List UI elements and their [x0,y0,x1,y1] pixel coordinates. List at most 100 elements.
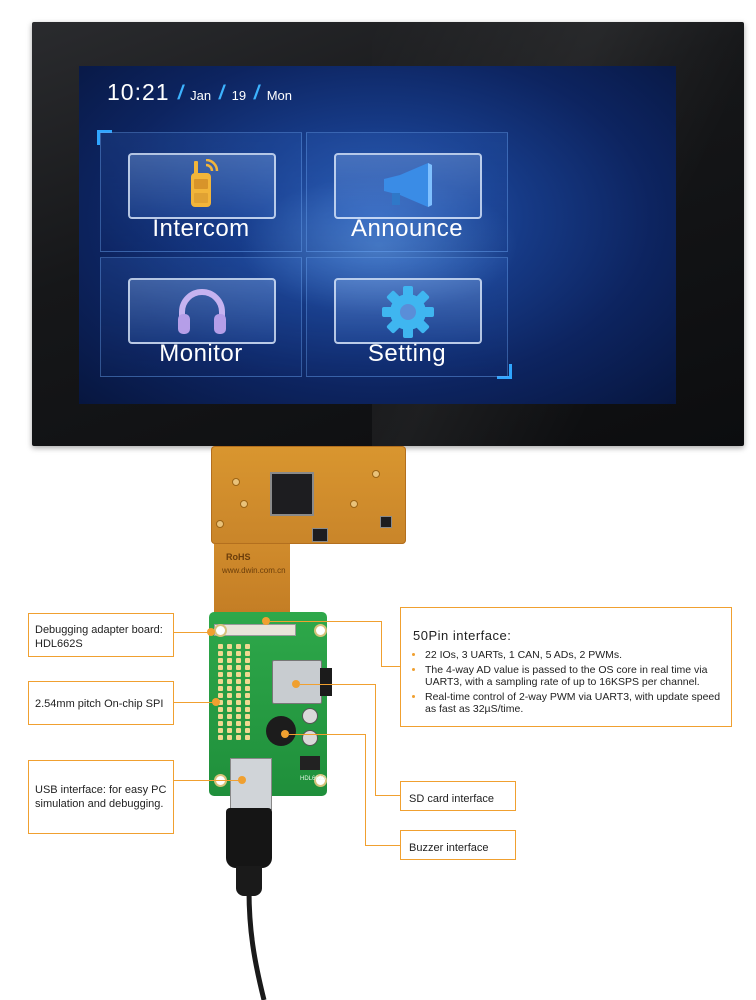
header-pin [218,686,223,691]
callout-usb-text: USB interface: for easy PC simulation an… [35,784,167,810]
interface-feature-list: 22 IOs, 3 UARTs, 1 CAN, 5 ADs, 2 PWMs. T… [413,649,721,716]
interface-feature: Real-time control of 2-way PWM via UART3… [425,691,721,716]
header-pin [236,651,241,656]
leader-line [375,684,376,796]
touch-screen[interactable]: 10:21 / Jan / 19 / Mon Intercom [79,66,676,404]
header-pin [227,721,232,726]
header-pin [218,679,223,684]
header-pin [245,693,250,698]
header-pin [236,672,241,677]
marker-dot [292,680,300,688]
leader-line [270,621,382,622]
monitor-button-frame [128,278,276,344]
interface-feature: 22 IOs, 3 UARTs, 1 CAN, 5 ADs, 2 PWMs. [425,649,721,662]
mounting-hole [214,624,227,637]
leader-line [174,780,240,781]
adapter-board-marking: HDL662S [300,776,327,782]
setting-button-frame [334,278,482,344]
intercom-label: Intercom [152,215,250,242]
header-pin [236,679,241,684]
leader-line [381,666,401,667]
header-pin [218,714,223,719]
date-day: 19 [231,88,247,103]
header-pin [236,735,241,740]
header-pin [218,651,223,656]
callout-spi: 2.54mm pitch On-chip SPI [28,681,174,725]
via [372,470,380,478]
tile-intercom[interactable]: Intercom [100,132,302,252]
header-pin [227,700,232,705]
leader-line [365,734,366,845]
header-pin [236,728,241,733]
usb-cable [246,890,267,1000]
gear-icon [382,286,434,338]
usb-port[interactable] [230,758,272,810]
header-pin [218,707,223,712]
header-pin [227,735,232,740]
mounting-hole [314,624,327,637]
header-pin [218,665,223,670]
via [232,478,240,486]
header-pin [245,679,250,684]
header-pin [236,721,241,726]
header-pin [227,693,232,698]
header-pin [245,644,250,649]
header-pin [245,721,250,726]
callout-50pin-interface: 50Pin interface: 22 IOs, 3 UARTs, 1 CAN,… [400,607,732,727]
callout-buzzer: Buzzer interface [400,830,516,860]
rohs-mark: RoHS [226,552,251,562]
header-pin [227,658,232,663]
corner-bracket-bottom-right [497,364,512,379]
clock-time: 10:21 [107,79,170,105]
corner-bracket-top-left [97,130,112,145]
header-pin [245,707,250,712]
header-pin [245,665,250,670]
callout-usb: USB interface: for easy PC simulation an… [28,760,174,834]
header-pin [236,700,241,705]
header-pin [218,728,223,733]
tile-monitor[interactable]: Monitor [100,257,302,377]
leader-line [174,632,210,633]
setting-label: Setting [367,340,447,367]
leader-line [174,702,214,703]
header-pin [245,735,250,740]
separator-slash: / [217,82,227,104]
header-pin [245,686,250,691]
header-pin [218,658,223,663]
header-pin [236,658,241,663]
header-pin [218,672,223,677]
date-weekday: Mon [266,88,292,103]
header-pin [236,707,241,712]
header-pin [227,686,232,691]
via [350,500,358,508]
tile-setting[interactable]: Setting [306,257,508,377]
small-ic [312,528,328,542]
header-pin [245,672,250,677]
status-bar: 10:21 / Jan / 19 / Mon [107,76,292,106]
header-pin [218,644,223,649]
header-pin [236,644,241,649]
screen-glow [239,176,519,316]
main-processor-chip [270,472,314,516]
header-pin [227,679,232,684]
via [240,500,248,508]
tile-announce[interactable]: Announce [306,132,508,252]
header-pin [245,700,250,705]
interface-feature: The 4-way AD value is passed to the OS c… [425,664,721,689]
mounting-hole [314,774,327,787]
monitor-label: Monitor [159,340,243,367]
header-pin [245,714,250,719]
small-ic [300,756,320,770]
header-pin [227,665,232,670]
header-pin [227,672,232,677]
header-pin [236,665,241,670]
fpc-cable-tail [214,544,290,612]
header-pin [245,651,250,656]
separator-slash: / [175,82,186,104]
headphones-icon [178,289,226,334]
via [216,520,224,528]
small-ic [380,516,392,528]
header-pin [236,686,241,691]
leader-line [300,684,376,685]
separator-slash: / [252,82,262,104]
